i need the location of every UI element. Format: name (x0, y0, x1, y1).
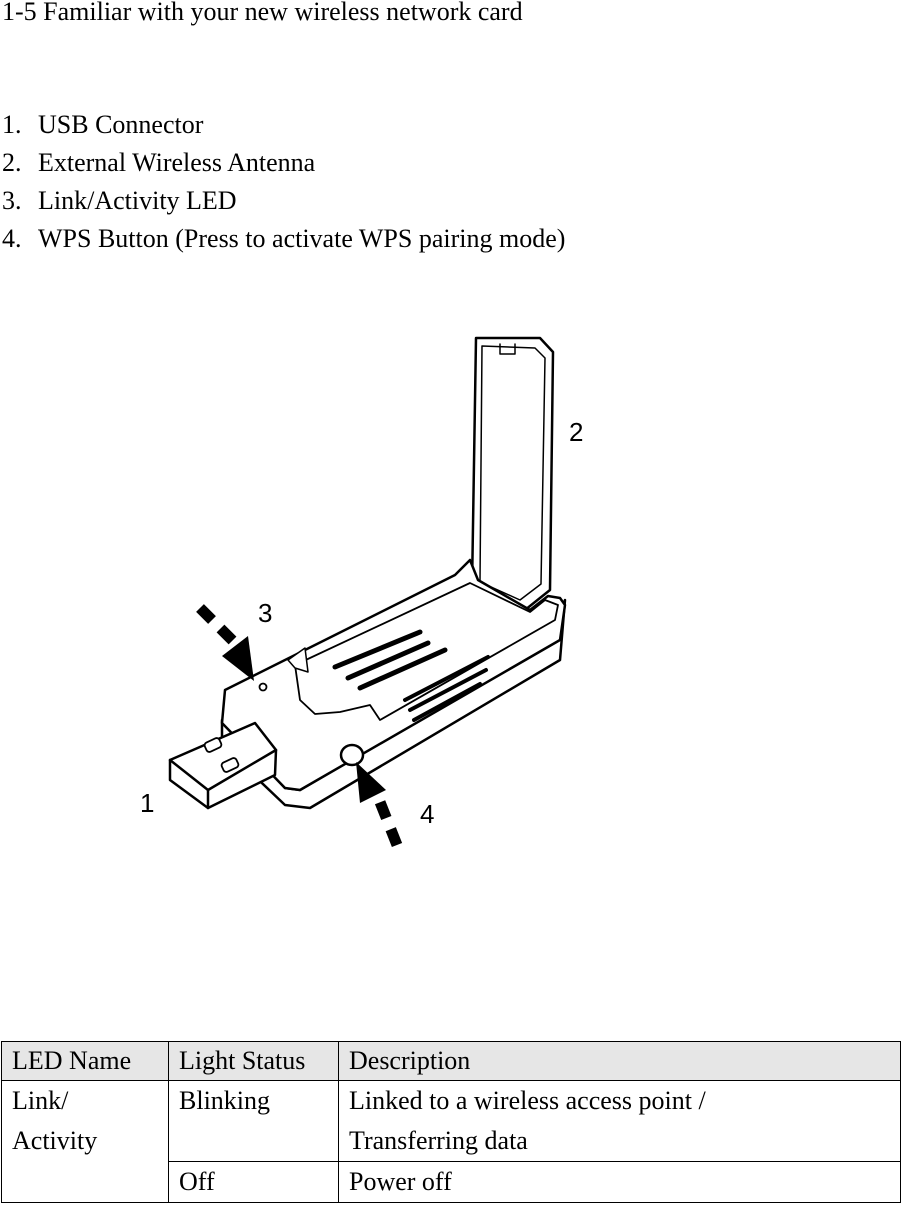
list-item-number: 2. (2, 148, 22, 177)
list-item: 2. External Wireless Antenna (2, 144, 565, 182)
led-name-line: Activity (12, 1126, 98, 1155)
list-item-label: USB Connector (38, 110, 204, 139)
callout-usb-connector: 1 (140, 788, 154, 818)
table-header-row: LED Name Light Status Description (1, 1041, 901, 1081)
usb-connector (168, 721, 278, 810)
led-status-table: LED Name Light Status Description Link/ … (1, 1041, 901, 1203)
card-body (220, 558, 567, 810)
list-item-label: External Wireless Antenna (38, 148, 316, 177)
description-line: Linked to a wireless access point / (349, 1086, 706, 1115)
column-header-description: Description (338, 1041, 901, 1081)
list-item: 1. USB Connector (2, 106, 565, 144)
external-antenna (470, 336, 555, 612)
list-item-number: 3. (2, 186, 22, 215)
table-row: Off Power off (2, 1161, 901, 1203)
section-title: 1-5 Familiar with your new wireless netw… (2, 0, 523, 26)
description-cell: Power off (338, 1161, 901, 1203)
light-status-cell: Blinking (168, 1080, 339, 1162)
list-item-number: 4. (2, 224, 22, 253)
column-header-light-status: Light Status (168, 1041, 339, 1081)
description-line: Transferring data (349, 1126, 528, 1155)
list-item: 4. WPS Button (Press to activate WPS pair… (2, 220, 565, 258)
callout-led: 3 (258, 598, 272, 628)
led-name-cell: Link/ Activity (1, 1080, 169, 1203)
description-cell: Linked to a wireless access point / Tran… (338, 1080, 901, 1162)
list-item-label: WPS Button (Press to activate WPS pairin… (38, 224, 566, 253)
wireless-card-illustration: 1 2 3 4 (140, 336, 583, 848)
parts-list: 1. USB Connector 2. External Wireless Ante… (2, 106, 565, 258)
wps-button (339, 743, 365, 767)
list-item: 3. Link/Activity LED (2, 182, 565, 220)
led-pointer-arrow (196, 604, 254, 681)
callout-antenna: 2 (569, 417, 583, 447)
list-item-label: Link/Activity LED (38, 186, 237, 215)
wps-pointer-arrow (356, 762, 403, 848)
led-name-line: Link/ (12, 1086, 69, 1115)
list-item-number: 1. (2, 110, 22, 139)
callout-wps-button: 4 (420, 799, 434, 829)
light-status-cell: Off (168, 1161, 339, 1203)
table-row: Link/ Activity Blinking Linked to a wire… (1, 1080, 901, 1203)
column-header-led-name: LED Name (1, 1041, 169, 1081)
